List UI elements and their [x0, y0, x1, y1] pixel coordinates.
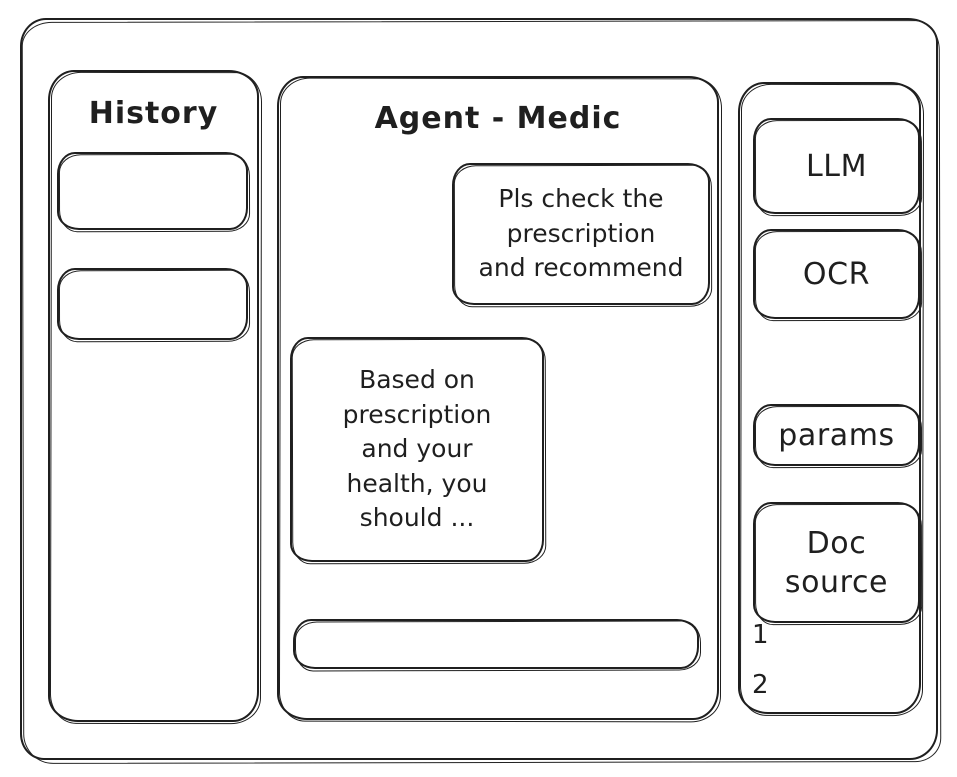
- llm-button-label: LLM: [805, 148, 868, 184]
- params-button-label: params: [778, 417, 895, 453]
- user-message-bubble: Pls check the prescription and recommend: [452, 163, 713, 308]
- doc-source-list-item-2[interactable]: 2: [752, 670, 769, 700]
- doc-source-list-item-1[interactable]: 1: [752, 620, 769, 650]
- ocr-button[interactable]: OCR: [753, 229, 923, 322]
- history-item-1[interactable]: [57, 152, 251, 233]
- message-input-value: [293, 619, 699, 669]
- doc-source-button-label: Doc source: [784, 525, 889, 600]
- agent-message-bubble: Based on prescription and your health, y…: [290, 337, 547, 565]
- history-item-2[interactable]: [57, 268, 251, 343]
- agent-message-text: Based on prescription and your health, y…: [342, 365, 492, 533]
- ocr-button-label: OCR: [802, 256, 871, 292]
- doc-source-button[interactable]: Doc source: [753, 502, 923, 626]
- history-item-2-label: [57, 268, 248, 340]
- params-button[interactable]: params: [753, 404, 923, 469]
- llm-button[interactable]: LLM: [753, 118, 923, 217]
- message-input[interactable]: [293, 619, 702, 672]
- history-item-1-label: [57, 152, 248, 230]
- user-message-text: Pls check the prescription and recommend: [478, 184, 684, 283]
